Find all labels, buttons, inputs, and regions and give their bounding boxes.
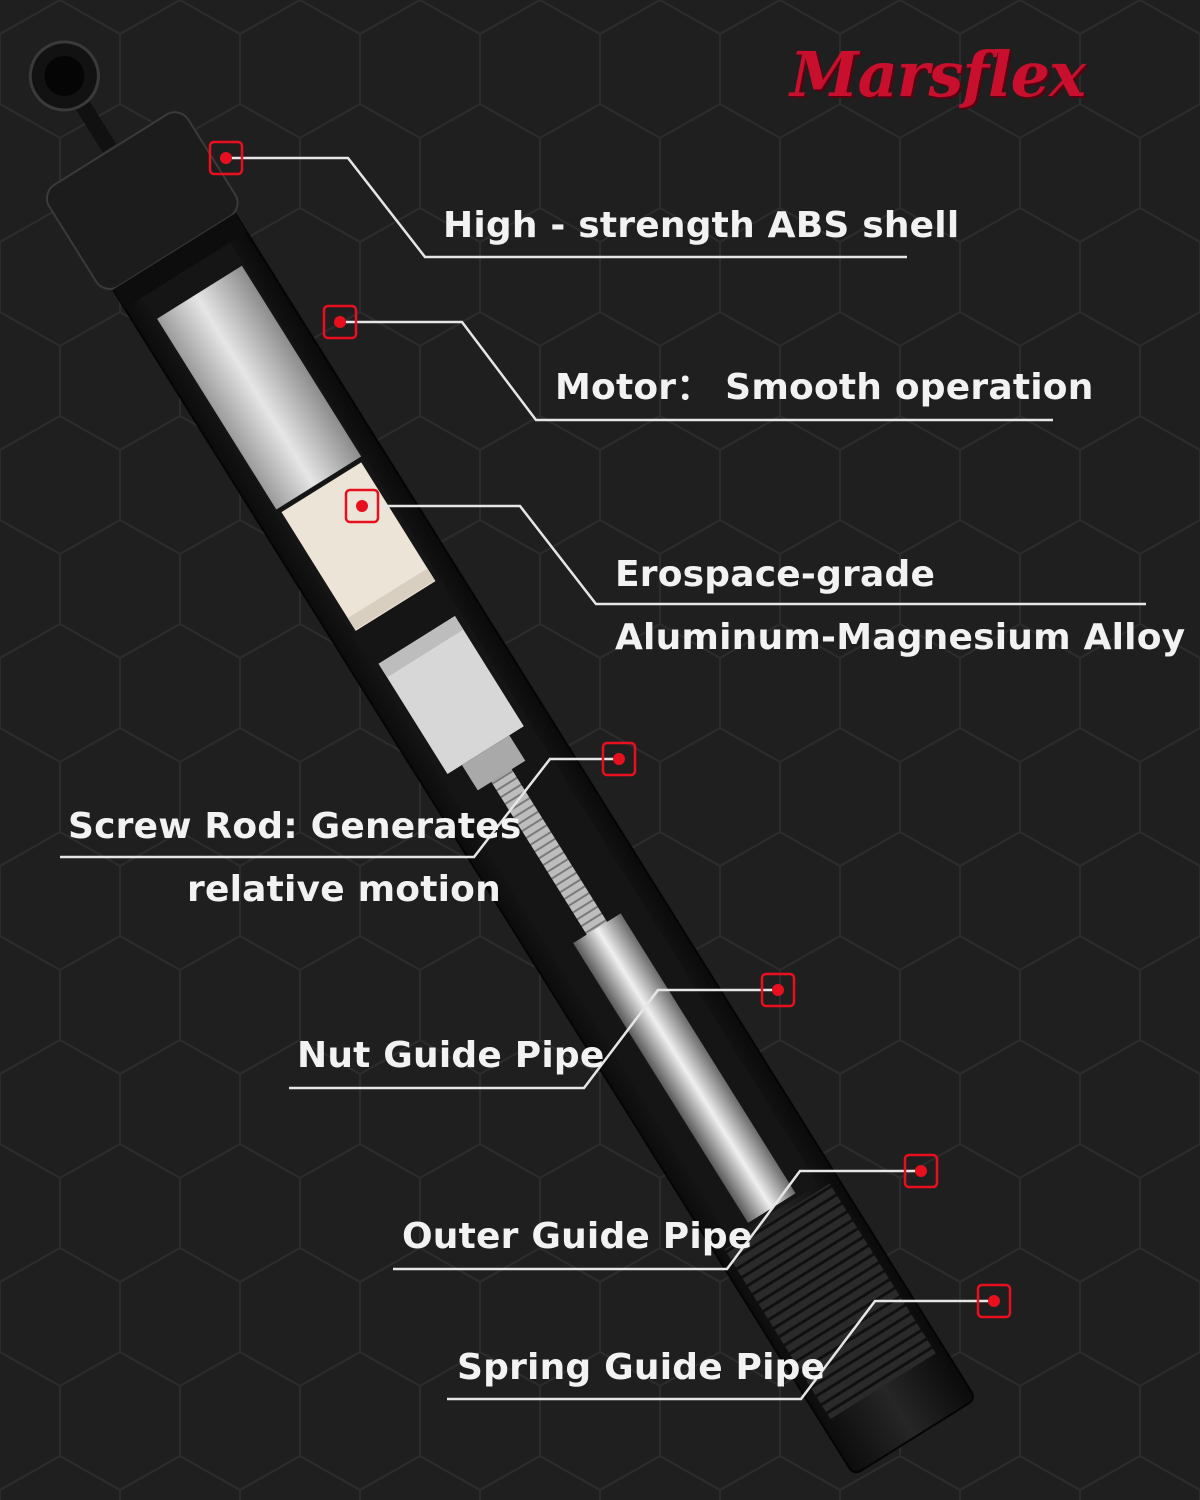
leader-line-alloy — [362, 504, 1146, 606]
callout-motor: Motor： Smooth operation — [555, 367, 1094, 408]
leader-line-outer-guide-pipe — [393, 1169, 921, 1271]
callout-alloy-line-1: Erospace-grade — [615, 554, 936, 595]
marker-outer-guide-pipe — [903, 1153, 939, 1189]
leader-line-motor — [340, 320, 1053, 422]
markers — [208, 140, 1012, 1319]
abs-shell-cap — [45, 111, 239, 290]
callout-alloy-line-2: Aluminum-Magnesium Alloy — [615, 617, 1186, 658]
leader-line-spring-guide-pipe — [447, 1299, 994, 1401]
nut-guide-pipe-body — [573, 913, 796, 1223]
marker-abs-shell — [208, 140, 244, 176]
callout-abs-shell: High - strength ABS shell — [443, 205, 960, 246]
marker-nut-guide-pipe — [760, 972, 796, 1008]
marker-spring-guide-pipe — [976, 1283, 1012, 1319]
brand-logo: Marsflex — [790, 38, 1086, 111]
leader-line-screw-rod — [60, 757, 619, 859]
callout-nut-guide-pipe: Nut Guide Pipe — [297, 1035, 605, 1076]
callout-screw-rod-line-1: Screw Rod: Generates — [68, 806, 522, 847]
callout-screw-rod-line-2: relative motion — [187, 869, 501, 910]
marker-motor — [322, 304, 358, 340]
motor-body — [157, 265, 362, 510]
callout-outer-guide-pipe: Outer Guide Pipe — [402, 1216, 753, 1257]
callout-spring-guide-pipe: Spring Guide Pipe — [457, 1347, 826, 1388]
mounting-eye — [28, 40, 117, 153]
leader-line-abs-shell — [226, 156, 907, 259]
marker-screw-rod — [601, 741, 637, 777]
leader-line-nut-guide-pipe — [289, 988, 778, 1090]
marker-alloy — [344, 488, 380, 524]
leader-lines — [60, 156, 1146, 1401]
spring-section — [724, 1183, 936, 1420]
